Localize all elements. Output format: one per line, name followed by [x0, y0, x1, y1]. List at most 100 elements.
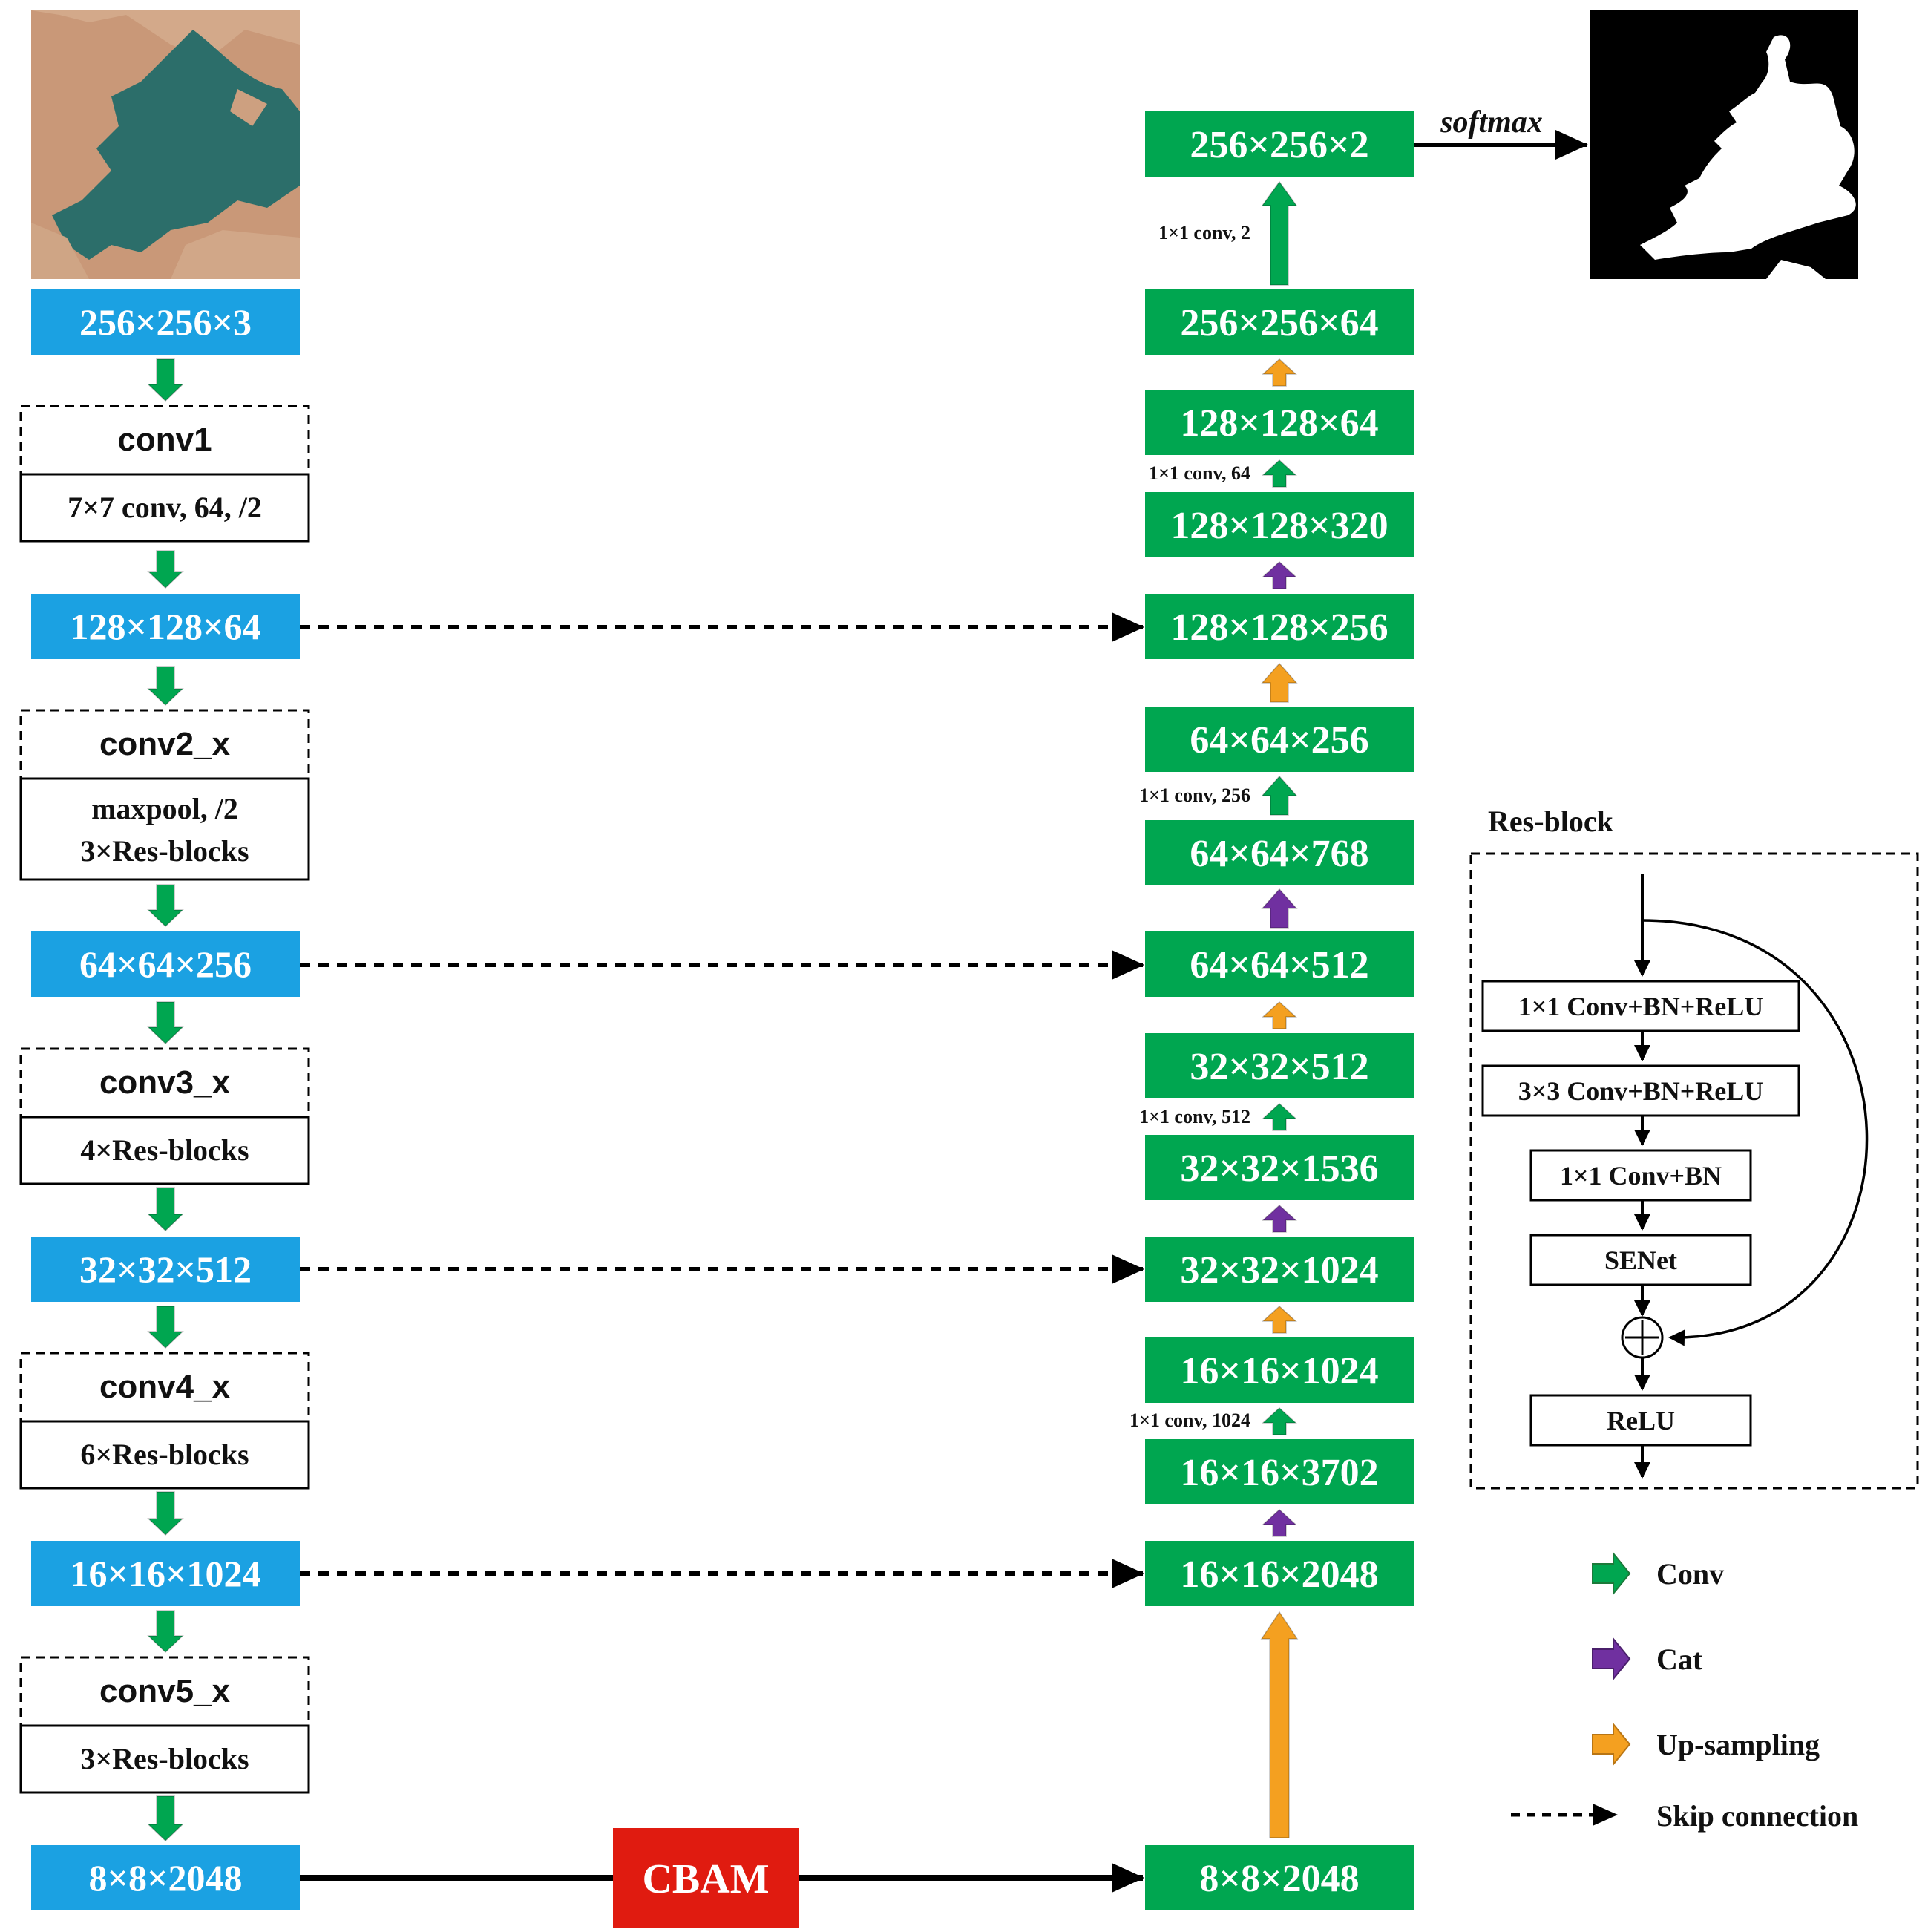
resblock-step-label: 1×1 Conv+BN [1560, 1161, 1722, 1191]
stage-conv1: conv1 7×7 conv, 64, /2 [19, 405, 310, 543]
encoder-down-arrow-8 [147, 1610, 184, 1654]
decoder-block-14: 8×8×2048 [1145, 1845, 1414, 1910]
resblock-step-4: ReLU [1529, 1394, 1752, 1447]
decoder-block-label: 16×16×2048 [1180, 1553, 1378, 1596]
legend-cat-label: Cat [1656, 1643, 1703, 1676]
decoder-block-label: 8×8×2048 [1199, 1858, 1359, 1900]
decoder-block-0: 256×256×2 [1145, 111, 1414, 177]
cat-arrow-icon [1592, 1637, 1631, 1681]
decoder-block-label: 64×64×256 [1190, 719, 1368, 762]
flow-arrows [147, 180, 1299, 1842]
resblock-title: Res-block [1488, 805, 1614, 838]
decoder-up-arrow-2 [1262, 1001, 1297, 1029]
encoder-down-arrow-1 [147, 550, 184, 589]
encoder-block-label: 16×16×1024 [71, 1553, 261, 1594]
legend-conv: Conv [1592, 1551, 1724, 1596]
stage-name: conv5_x [99, 1673, 231, 1709]
resblock-step-0: 1×1 Conv+BN+ReLU [1481, 980, 1800, 1032]
stage-name: conv2_x [99, 726, 231, 762]
encoder-down-arrow-0 [147, 358, 184, 402]
resblock-step-3: SENet [1529, 1234, 1752, 1286]
decoder-block-8: 32×32×512 [1145, 1033, 1414, 1098]
decoder-block-10: 32×32×1024 [1145, 1237, 1414, 1302]
conv-label-2: 1×1 conv, 2 [1158, 222, 1250, 243]
encoder-block-1: 128×128×64 [31, 594, 300, 659]
stage-name: conv3_x [99, 1064, 231, 1101]
decoder-block-1: 256×256×64 [1145, 289, 1414, 355]
decoder-block-label: 16×16×1024 [1180, 1350, 1378, 1392]
stage-op: 3×Res-blocks [80, 1742, 249, 1775]
decoder-cat-arrow-0 [1262, 560, 1297, 589]
decoder-up-arrow-1 [1261, 662, 1298, 703]
cbam-block: CBAM [613, 1828, 799, 1928]
decoder-block-label: 64×64×768 [1190, 833, 1368, 875]
decoder-block-label: 32×32×1024 [1180, 1249, 1378, 1291]
decoder-block-label: 16×16×3702 [1180, 1452, 1378, 1494]
decoder-block-label: 32×32×1536 [1180, 1147, 1378, 1190]
decoder-conv-arrow-4 [1262, 1407, 1297, 1435]
resblock-step-label: ReLU [1607, 1406, 1675, 1435]
conv-label-256: 1×1 conv, 256 [1139, 785, 1250, 806]
encoder-block-label: 128×128×64 [71, 606, 261, 647]
legend-skip: Skip connection [1511, 1799, 1858, 1833]
encoder-block-4: 16×16×1024 [31, 1541, 300, 1606]
decoder-block-3: 128×128×320 [1145, 492, 1414, 557]
decoder-block-label: 256×256×64 [1180, 302, 1378, 344]
stage-conv4_x: conv4_x 6×Res-blocks [19, 1352, 310, 1490]
decoder-block-13: 16×16×2048 [1145, 1541, 1414, 1606]
decoder-up-arrow-4 [1260, 1611, 1299, 1838]
decoder-up-arrow-3 [1262, 1305, 1297, 1334]
decoder-cat-arrow-2 [1262, 1204, 1297, 1233]
decoder-block-5: 64×64×256 [1145, 707, 1414, 772]
encoder-down-arrow-6 [147, 1306, 184, 1349]
stage-op: maxpool, /2 [91, 792, 238, 825]
decoder-block-label: 128×128×320 [1170, 505, 1388, 547]
resblock-inset: Res-block 1×1 Conv+BN+ReLU 3×3 Conv+BN+R… [1469, 805, 1919, 1490]
decoder-block-9: 32×32×1536 [1145, 1135, 1414, 1200]
decoder-block-2: 128×128×64 [1145, 390, 1414, 455]
decoder-conv-arrow-0 [1261, 180, 1298, 286]
encoder-down-arrow-9 [147, 1795, 184, 1842]
decoder-block-label: 32×32×512 [1190, 1046, 1368, 1088]
encoder-block-3: 32×32×512 [31, 1237, 300, 1302]
stage-name: conv4_x [99, 1369, 231, 1405]
resblock-step-label: SENet [1604, 1245, 1677, 1275]
conv-label-512: 1×1 conv, 512 [1139, 1106, 1250, 1127]
decoder-block-12: 16×16×3702 [1145, 1439, 1414, 1504]
stage-conv2_x: conv2_x maxpool, /2 3×Res-blocks [19, 709, 310, 881]
decoder-conv-arrow-3 [1262, 1102, 1297, 1131]
stage-conv3_x: conv3_x 4×Res-blocks [19, 1047, 310, 1185]
decoder-cat-arrow-1 [1261, 888, 1298, 929]
resblock-step-label: 1×1 Conv+BN+ReLU [1518, 992, 1764, 1021]
resblock-step-1: 3×3 Conv+BN+ReLU [1481, 1064, 1800, 1117]
decoder-block-label: 64×64×512 [1190, 944, 1368, 986]
decoder-block-label: 256×256×2 [1190, 124, 1368, 166]
encoder-down-arrow-2 [147, 666, 184, 707]
encoder-block-label: 8×8×2048 [89, 1857, 243, 1899]
output-mask-image [1590, 10, 1858, 279]
decoder-up-arrow-0 [1262, 358, 1297, 387]
decoder-block-7: 64×64×512 [1145, 931, 1414, 997]
stage-op: 6×Res-blocks [80, 1438, 249, 1471]
decoder-block-label: 128×128×64 [1180, 402, 1378, 445]
stage-name: conv1 [117, 422, 212, 458]
encoder-down-arrow-3 [147, 884, 184, 928]
encoder-down-arrow-5 [147, 1187, 184, 1232]
conv-label-1024: 1×1 conv, 1024 [1129, 1409, 1250, 1431]
upsampling-arrow-icon [1592, 1722, 1631, 1766]
stage-conv5_x: conv5_x 3×Res-blocks [19, 1656, 310, 1794]
decoder-block-4: 128×128×256 [1145, 594, 1414, 659]
decoder-cat-arrow-3 [1262, 1508, 1297, 1537]
encoder-block-label: 64×64×256 [79, 943, 252, 985]
add-icon [1621, 1316, 1664, 1359]
encoder-block-0: 256×256×3 [31, 289, 300, 355]
decoder-block-11: 16×16×1024 [1145, 1337, 1414, 1403]
legend: Conv Cat Up-sampling Skip connection [1511, 1551, 1858, 1833]
softmax-label: softmax [1440, 105, 1543, 140]
decoder-conv-arrow-2 [1261, 775, 1298, 816]
encoder-block-5: 8×8×2048 [31, 1845, 300, 1910]
legend-skip-label: Skip connection [1656, 1799, 1858, 1833]
stage-op: 3×Res-blocks [80, 834, 249, 868]
stage-op: 4×Res-blocks [80, 1133, 249, 1167]
